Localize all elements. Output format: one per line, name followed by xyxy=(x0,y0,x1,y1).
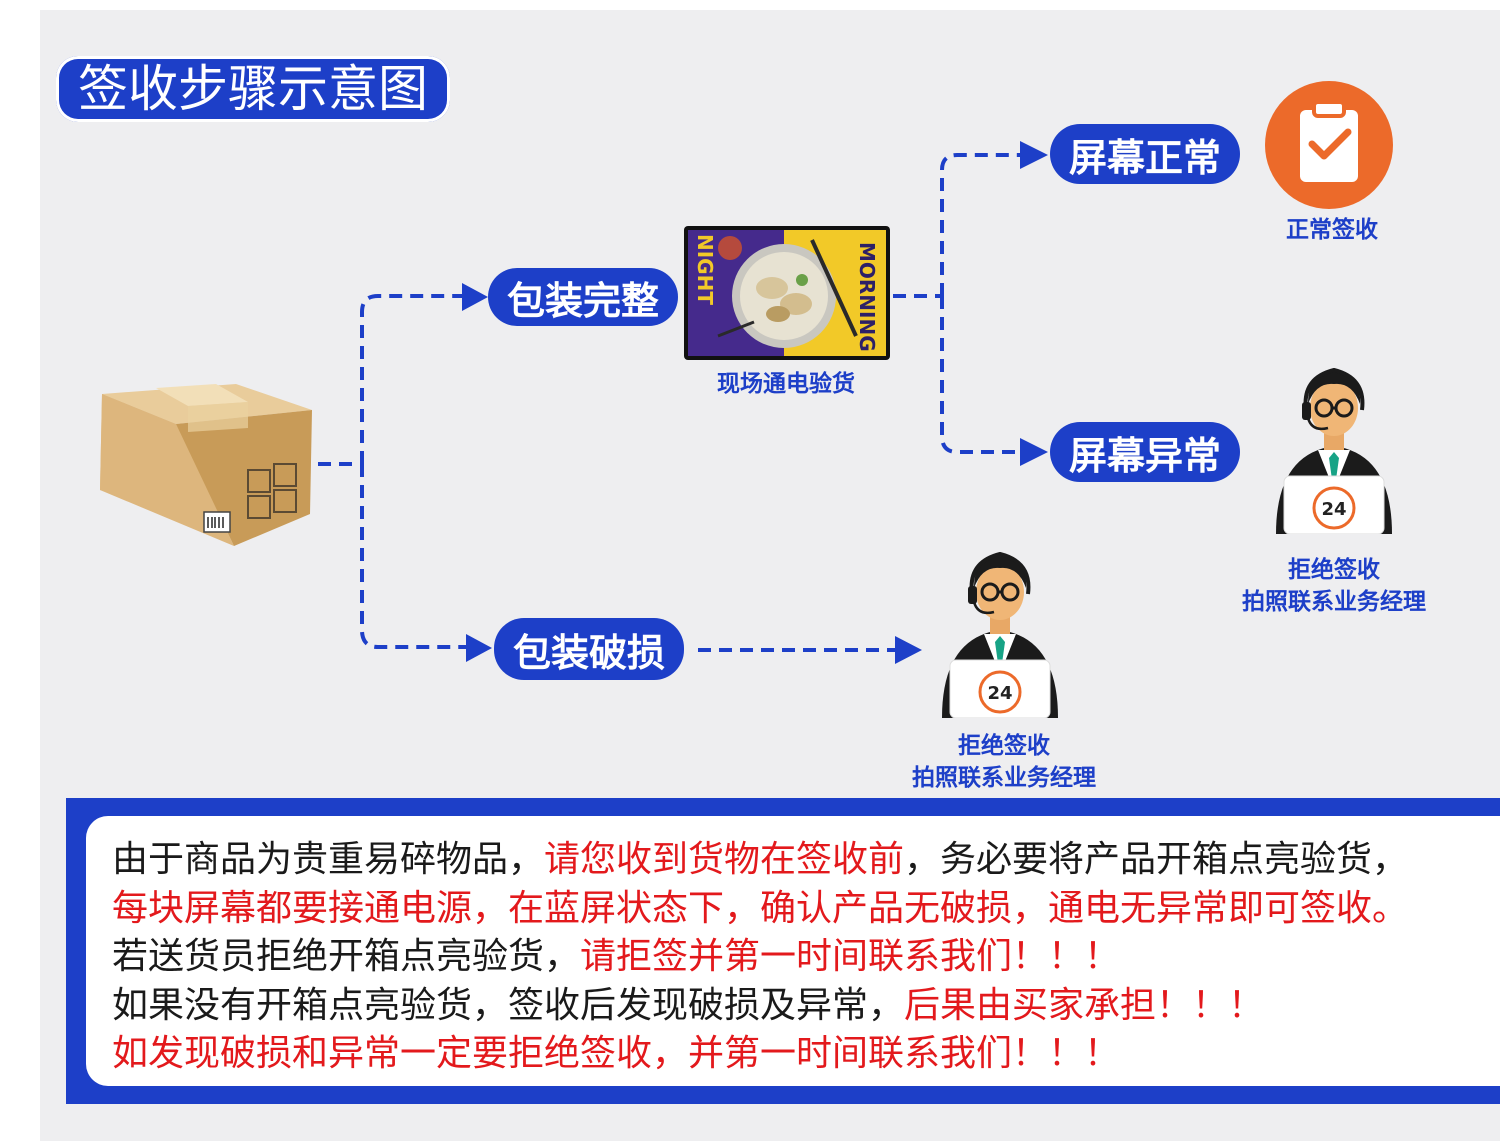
notice-line: 如发现破损和异常一定要拒绝签收，并第一时间联系我们！！！ xyxy=(112,1030,1500,1079)
notice-segment: 请拒签并第一时间联系我们！！！ xyxy=(580,936,1121,977)
notice-panel: 由于商品为贵重易碎物品，请您收到货物在签收前，务必要将产品开箱点亮验货， 每块屏… xyxy=(86,816,1500,1086)
node-package-intact: 包装完整 xyxy=(488,268,678,326)
caption-power-on-check: 现场通电验货 xyxy=(717,371,855,397)
caption-reject-line1: 拒绝签收 xyxy=(1288,557,1380,583)
node-screen-normal: 屏幕正常 xyxy=(1050,124,1240,184)
notice-segment: 如发现破损和异常一定要拒绝签收，并第一时间联系我们！！！ xyxy=(112,1033,1121,1074)
node-screen-abnormal: 屏幕异常 xyxy=(1050,422,1240,482)
notice-segment: 后果由买家承担！！！ xyxy=(904,984,1265,1026)
customer-service-agent-icon: 24 xyxy=(1276,367,1392,534)
notice-text: 由于商品为贵重易碎物品，请您收到货物在签收前，务必要将产品开箱点亮验货， 每块屏… xyxy=(112,836,1500,1079)
notice-segment: 每块屏幕都要接通电源，在蓝屏状态下，确认产品无破损，通电无异常即可签收。 xyxy=(112,887,1409,929)
screen-text-left: NIGHT xyxy=(693,234,717,305)
diagram-title: 签收步骤示意图 xyxy=(56,56,450,122)
notice-line: 由于商品为贵重易碎物品，请您收到货物在签收前，务必要将产品开箱点亮验货， xyxy=(112,836,1500,885)
support-24-label: 24 xyxy=(1321,499,1346,520)
screen-text-right: MORNING xyxy=(855,242,879,352)
notice-segment: 请您收到货物在签收前 xyxy=(544,839,905,880)
notice-segment: 由于商品为贵重易碎物品， xyxy=(112,839,545,880)
support-24-label: 24 xyxy=(987,683,1012,704)
cardboard-box-icon xyxy=(100,384,312,546)
notice-segment: 若送货员拒绝开箱点亮验货， xyxy=(112,936,581,977)
notice-segment: ，务必要将产品开箱点亮验货， xyxy=(904,839,1409,880)
caption-reject-line2: 拍照联系业务经理 xyxy=(912,765,1096,791)
notice-segment: 如果没有开箱点亮验货，签收后发现破损及异常， xyxy=(112,984,905,1026)
notice-line: 每块屏幕都要接通电源，在蓝屏状态下，确认产品无破损，通电无异常即可签收。 xyxy=(112,885,1500,934)
notice-line: 如果没有开箱点亮验货，签收后发现破损及异常，后果由买家承担！！！ xyxy=(112,982,1500,1031)
caption-reject-line2: 拍照联系业务经理 xyxy=(1242,589,1426,615)
caption-reject-line1: 拒绝签收 xyxy=(958,733,1050,759)
notice-line: 若送货员拒绝开箱点亮验货，请拒签并第一时间联系我们！！！ xyxy=(112,933,1500,982)
caption-reject-bottom: 拒绝签收 拍照联系业务经理 xyxy=(888,730,1120,794)
notice-box: 由于商品为贵重易碎物品，请您收到货物在签收前，务必要将产品开箱点亮验货， 每块屏… xyxy=(66,798,1500,1104)
customer-service-agent-icon: 24 xyxy=(942,551,1058,718)
clipboard-check-icon xyxy=(1265,81,1393,209)
caption-normal-sign: 正常签收 xyxy=(1286,217,1378,243)
food-screen-icon: NIGHT MORNING xyxy=(684,226,890,360)
node-package-damaged: 包装破损 xyxy=(494,618,684,680)
caption-reject-top: 拒绝签收 拍照联系业务经理 xyxy=(1218,554,1450,618)
